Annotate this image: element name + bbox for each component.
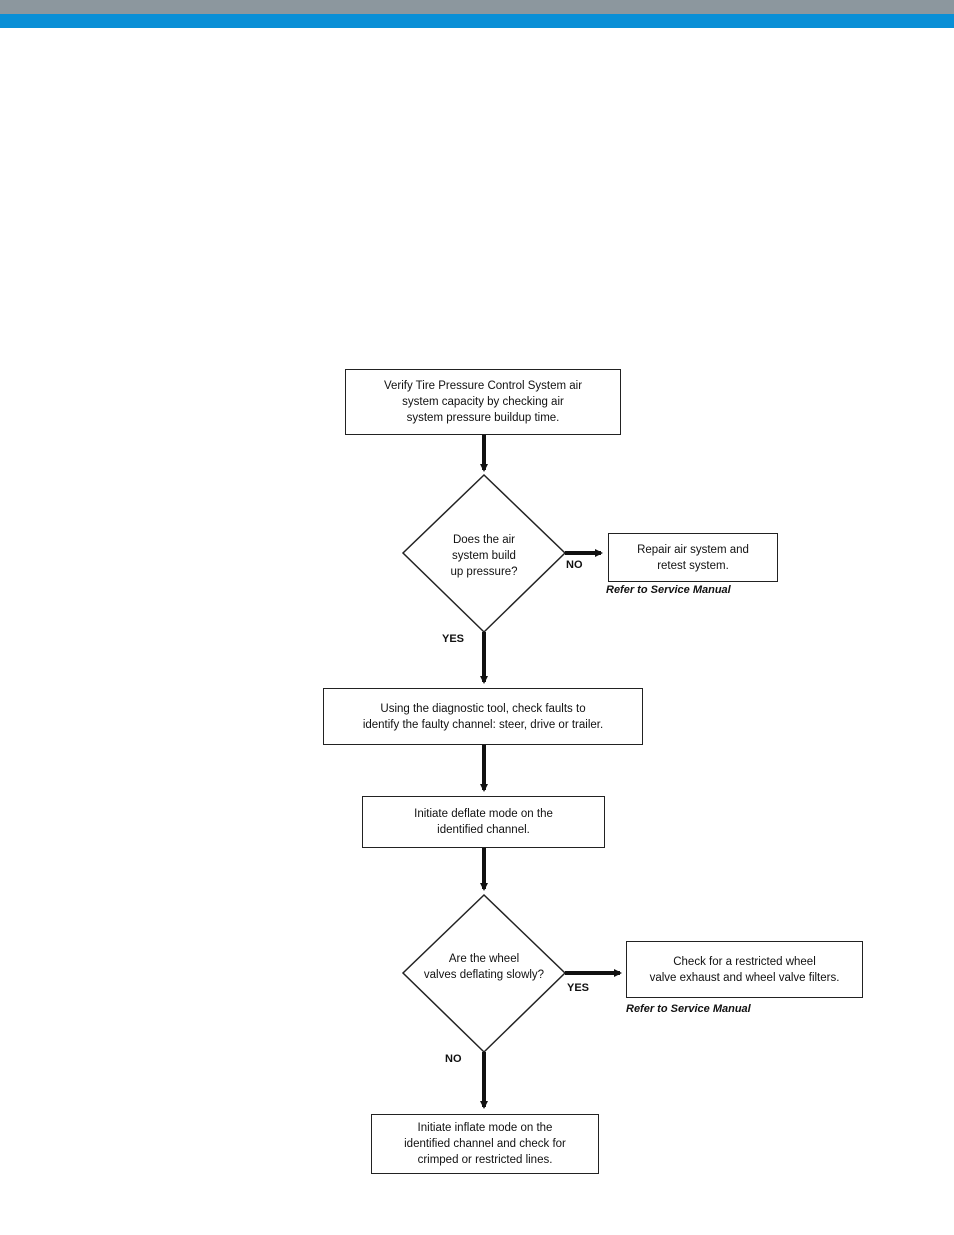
step3-box: Initiate deflate mode on the identified … — [362, 796, 605, 848]
step1-text: Verify Tire Pressure Control System air … — [383, 380, 583, 424]
check-box: Check for a restricted wheel valve exhau… — [626, 941, 863, 998]
repair-reference: Refer to Service Manual — [606, 584, 731, 596]
check-reference: Refer to Service Manual — [626, 1003, 751, 1015]
decision2-no-label: NO — [445, 1053, 462, 1065]
step2-text: Using the diagnostic tool, check faults … — [362, 702, 604, 731]
decision2-yes-label: YES — [567, 982, 590, 994]
step2-box: Using the diagnostic tool, check faults … — [323, 688, 643, 745]
repair-box: Repair air system and retest system. — [608, 533, 778, 582]
check-text: Check for a restricted wheel valve exhau… — [649, 955, 840, 984]
step4-box: Initiate inflate mode on the identified … — [371, 1114, 599, 1174]
repair-text: Repair air system and retest system. — [637, 543, 749, 572]
decision1-text: Does the air system build up pressure? — [450, 534, 518, 578]
step4-text: Initiate inflate mode on the identified … — [404, 1122, 566, 1166]
header-blue-band — [0, 14, 954, 28]
step3-text: Initiate deflate mode on the identified … — [414, 808, 553, 836]
step1-box: Verify Tire Pressure Control System air … — [345, 369, 621, 435]
header-gray-band — [0, 0, 954, 14]
decision2-text: Are the wheel valves deflating slowly? — [423, 953, 545, 981]
decision1-no-label: NO — [566, 559, 583, 571]
decision1-yes-label: YES — [442, 633, 465, 645]
